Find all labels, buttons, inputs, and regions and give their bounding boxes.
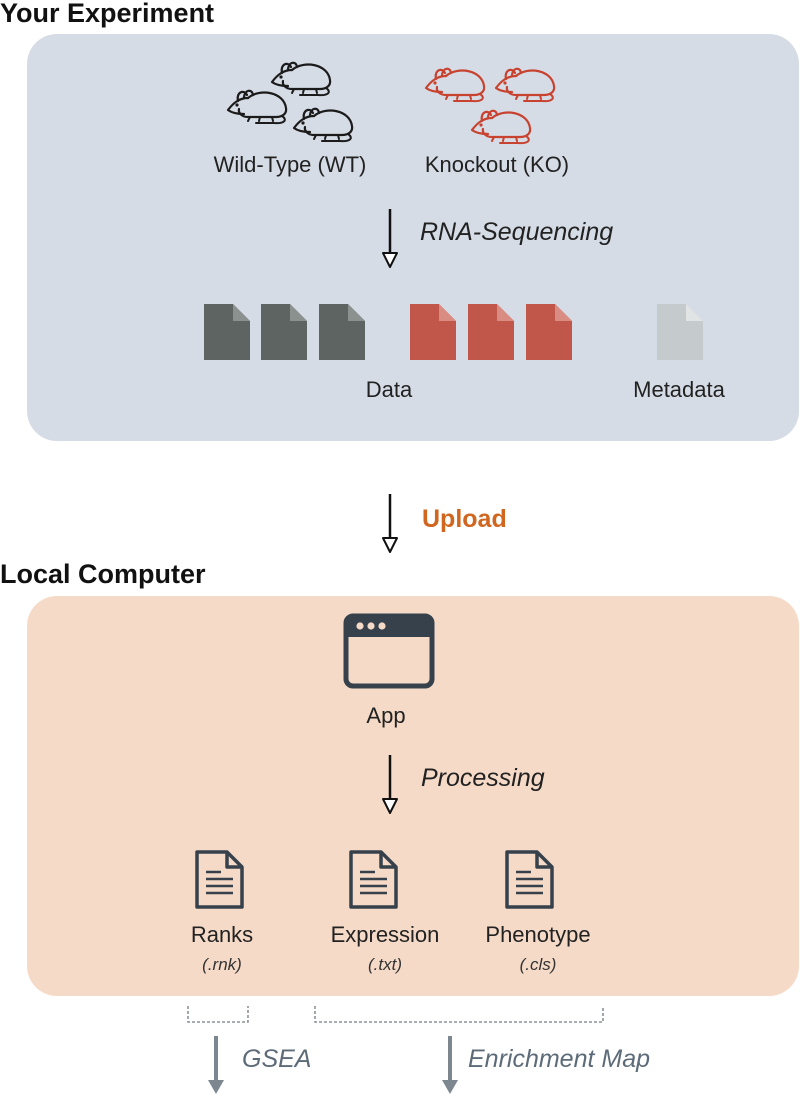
enrichment-map-bracket: [314, 1006, 604, 1023]
expression-label: Expression: [330, 922, 440, 947]
local-computer-panel: [27, 596, 799, 996]
gsea-bracket: [187, 1006, 249, 1023]
knockout-mice-icon: [424, 67, 556, 145]
ranks-document-icon: [195, 850, 244, 909]
wt-data-files-icon: [204, 304, 365, 360]
expression-extension: (.txt): [368, 955, 402, 974]
ranks-extension: (.rnk): [202, 955, 242, 974]
rna-seq-arrow-icon: [382, 209, 398, 268]
phenotype-extension: (.cls): [519, 955, 557, 974]
processing-arrow-icon: [382, 755, 398, 814]
enrichment-map-label: Enrichment Map: [468, 1045, 651, 1073]
local-computer-title: Local Computer: [0, 559, 206, 589]
metadata-file-icon: [657, 304, 703, 360]
experiment-title: Your Experiment: [0, 0, 215, 28]
upload-label: Upload: [422, 505, 507, 533]
ranks-label: Ranks: [190, 922, 254, 947]
ko-data-files-icon: [410, 304, 572, 360]
wild-type-mice-icon: [226, 61, 354, 143]
data-label: Data: [365, 377, 413, 402]
gsea-label: GSEA: [242, 1045, 312, 1073]
experiment-panel: [27, 34, 799, 441]
app-label: App: [366, 703, 406, 728]
expression-document-icon: [349, 850, 398, 909]
rna-seq-step-label: RNA-Sequencing: [420, 218, 614, 246]
wild-type-label: Wild-Type (WT): [213, 152, 367, 177]
gsea-arrow-icon: [208, 1036, 224, 1094]
metadata-label: Metadata: [633, 377, 725, 402]
phenotype-label: Phenotype: [485, 922, 591, 947]
enrichment-map-arrow-icon: [442, 1036, 458, 1094]
processing-step-label: Processing: [421, 764, 545, 792]
app-window-icon: [343, 613, 435, 689]
upload-arrow-icon: [382, 494, 398, 553]
knockout-label: Knockout (KO): [424, 152, 570, 177]
phenotype-document-icon: [505, 850, 554, 909]
